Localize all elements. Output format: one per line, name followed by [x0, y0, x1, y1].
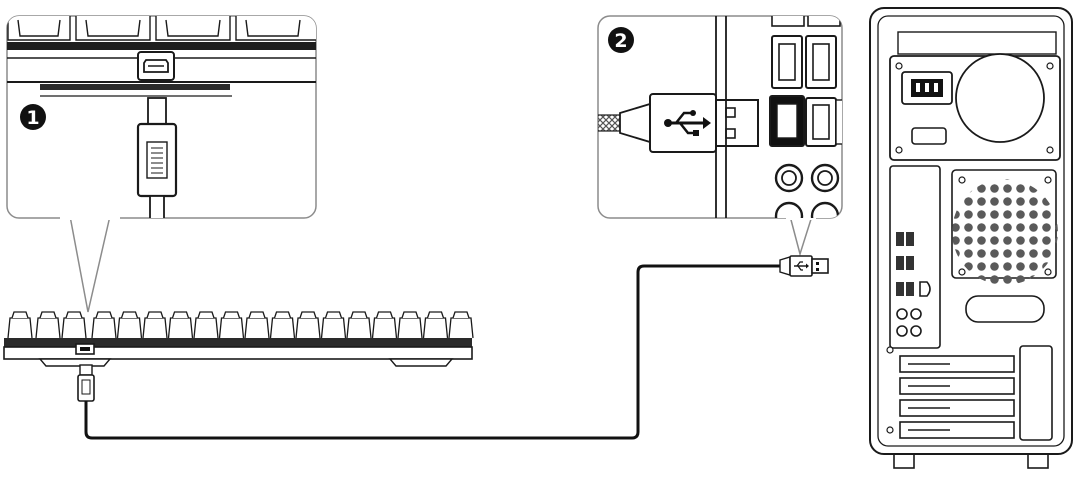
- keycap-top: [95, 311, 113, 319]
- keycap: [167, 317, 194, 339]
- keycap-top: [324, 311, 343, 319]
- cable-line: [84, 264, 782, 440]
- keyboard-keys-closeup: [7, 16, 316, 41]
- keycap-top: [39, 311, 57, 319]
- keycap: [244, 317, 270, 339]
- step-1-number: 1: [26, 107, 39, 129]
- keycap-top: [120, 311, 139, 319]
- io-shield: [889, 165, 941, 349]
- keycap: [320, 317, 347, 339]
- keycap: [218, 317, 245, 339]
- keycap-top: [452, 311, 470, 319]
- step-1-badge: 1: [20, 104, 46, 130]
- callout-panel-keyboard-port: 1: [6, 15, 317, 313]
- step-2-badge: 2: [608, 27, 634, 53]
- keycap: [91, 317, 117, 339]
- pc-tower-rear: [869, 7, 1073, 469]
- keycap-top: [375, 311, 394, 319]
- keycap: [295, 317, 321, 339]
- step-2-number: 2: [614, 30, 627, 52]
- usb-symbol-icon: [794, 261, 809, 271]
- braided-cable: [598, 114, 622, 132]
- keycap: [61, 317, 87, 339]
- keyboard-top-edge: [7, 42, 316, 50]
- power-switch: [911, 127, 947, 145]
- keycap-top: [146, 311, 164, 319]
- pc-io-panel-closeup: [715, 16, 842, 218]
- keycap-top: [401, 311, 419, 319]
- callout-pointer: [69, 215, 111, 313]
- keycap: [422, 317, 449, 339]
- keyboard-side-view: [3, 311, 474, 367]
- keyboard-keycaps: [7, 311, 474, 339]
- keycap: [193, 317, 219, 339]
- psu-fan: [955, 53, 1045, 143]
- keycap: [35, 317, 61, 339]
- callout-panel-pc-usb-port: 2: [597, 15, 843, 257]
- keycap-top: [248, 311, 266, 319]
- keycap-top: [197, 311, 215, 319]
- keycap: [142, 317, 168, 339]
- keycap: [371, 317, 398, 339]
- usb-symbol-icon: [664, 110, 711, 136]
- mini-usb-plug: [136, 97, 178, 218]
- keycap: [346, 317, 372, 339]
- keycap-top: [350, 311, 368, 319]
- keycap-top: [171, 311, 190, 319]
- expansion-slots: [886, 345, 1053, 441]
- keyboard-mini-usb-port: [75, 343, 95, 355]
- power-supply: [889, 31, 1061, 161]
- keycap-top: [299, 311, 317, 319]
- usb-cable: [77, 255, 829, 440]
- keycap: [397, 317, 423, 339]
- mini-usb-port-icon: [137, 51, 175, 81]
- keycap-top: [273, 311, 292, 319]
- keycap-top: [11, 311, 29, 319]
- callout-pointer: [789, 215, 813, 257]
- keycap: [448, 317, 474, 339]
- keycap: [116, 317, 143, 339]
- keycap-top: [426, 311, 445, 319]
- keycap: [269, 317, 296, 339]
- usb-a-plug: [649, 93, 759, 153]
- case-fan-vent: [951, 169, 1058, 323]
- keycap: [7, 317, 33, 339]
- keycap-top: [222, 311, 241, 319]
- keycap-top: [65, 311, 83, 319]
